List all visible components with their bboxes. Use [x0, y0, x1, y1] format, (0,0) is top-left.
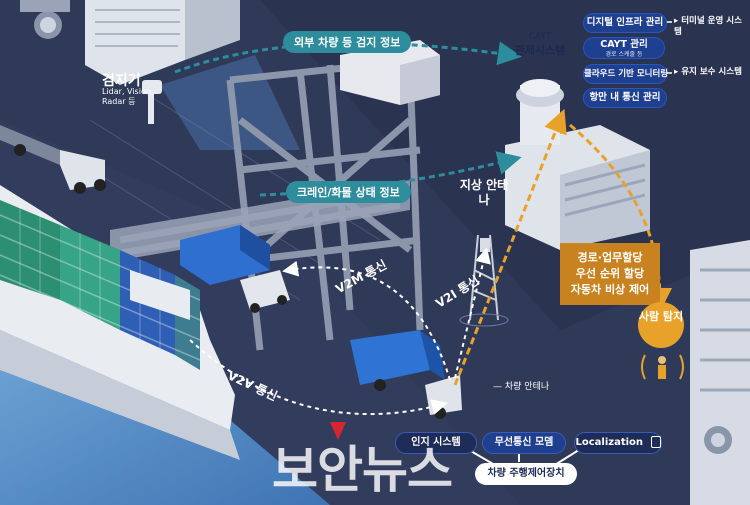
vehicle-antenna-label: — 차량 안테나 [493, 382, 550, 392]
truck-left [0, 125, 106, 194]
control-instructions-box: 경로·업무할당 우선 순위 할당 자동차 비상 제어 [560, 243, 660, 305]
ground-antenna-label: 지상 안테나 [459, 178, 509, 207]
truck-under-crane [240, 270, 290, 313]
menu-item-digital-infra: 디지털 인프라 관리 [583, 13, 667, 33]
crane-machine-house [340, 40, 440, 105]
localization-pill: Localization [574, 432, 662, 454]
menu-item-cayt-sub: 경로 스케줄 등 [605, 51, 643, 58]
antenna-tower [459, 234, 509, 327]
arrow-icon: ▸ [674, 16, 682, 26]
menu-item-cayt: CAYT 관리 경로 스케줄 등 [583, 37, 665, 59]
autonomous-truck [350, 330, 462, 419]
crane-spreader-container [180, 225, 270, 285]
control-title-top: CAYT [528, 32, 552, 42]
instruction-priority: 우선 순위 할당 [575, 267, 645, 280]
instruction-route: 경로·업무할당 [577, 251, 643, 264]
container-ship [0, 185, 240, 460]
person-figure [641, 354, 684, 380]
maintenance-system: ▸ 유지 보수 시스템 [674, 67, 742, 77]
external-detection-label: 외부 차량 등 검지 정보 [283, 31, 412, 53]
vehicle-controller-pill: 차량 주행제어장치 [475, 463, 577, 485]
arrow-detector-to-control [174, 41, 522, 74]
crane-status-label: 크레인/화물 상태 정보 [286, 181, 411, 203]
instruction-emergency: 자동차 비상 제어 [570, 283, 650, 296]
arrow-v2m [282, 260, 451, 381]
watermark-logo: 보안뉴스 [272, 441, 453, 499]
arrow-v2i [454, 247, 491, 379]
terminal-operation-system: ▸ 터미널 운영 시스템 [674, 16, 742, 37]
container-stack-topleft [20, 0, 240, 85]
gps-icon [650, 436, 661, 448]
arrow-icon: ▸ [674, 67, 682, 77]
arrow-control-to-vehicle [453, 108, 567, 386]
line-icon: — [493, 382, 505, 392]
container-stack-right [690, 240, 750, 505]
menu-item-cloud-monitoring: 클라우드 기반 모니터링 [583, 64, 668, 84]
logo-red-mark [330, 422, 346, 440]
arrow-v2v [189, 339, 448, 415]
recognition-system-pill: 인지 시스템 [395, 432, 477, 454]
detector-subtitle: Lidar, Vision, Radar 등 [102, 87, 154, 106]
control-system-title: CAYT 관제시스템 [505, 30, 575, 58]
person-detect-bubble: 사람 탐지 [638, 302, 684, 348]
wireless-modem-pill: 무선통신 모뎀 [482, 432, 566, 454]
control-title-bottom: 관제시스템 [514, 44, 566, 57]
detector-title: 검지기 [102, 73, 141, 89]
menu-item-comm-management: 항만 내 통신 관리 [583, 88, 667, 108]
menu-item-cayt-label: CAYT 관리 [600, 39, 648, 50]
